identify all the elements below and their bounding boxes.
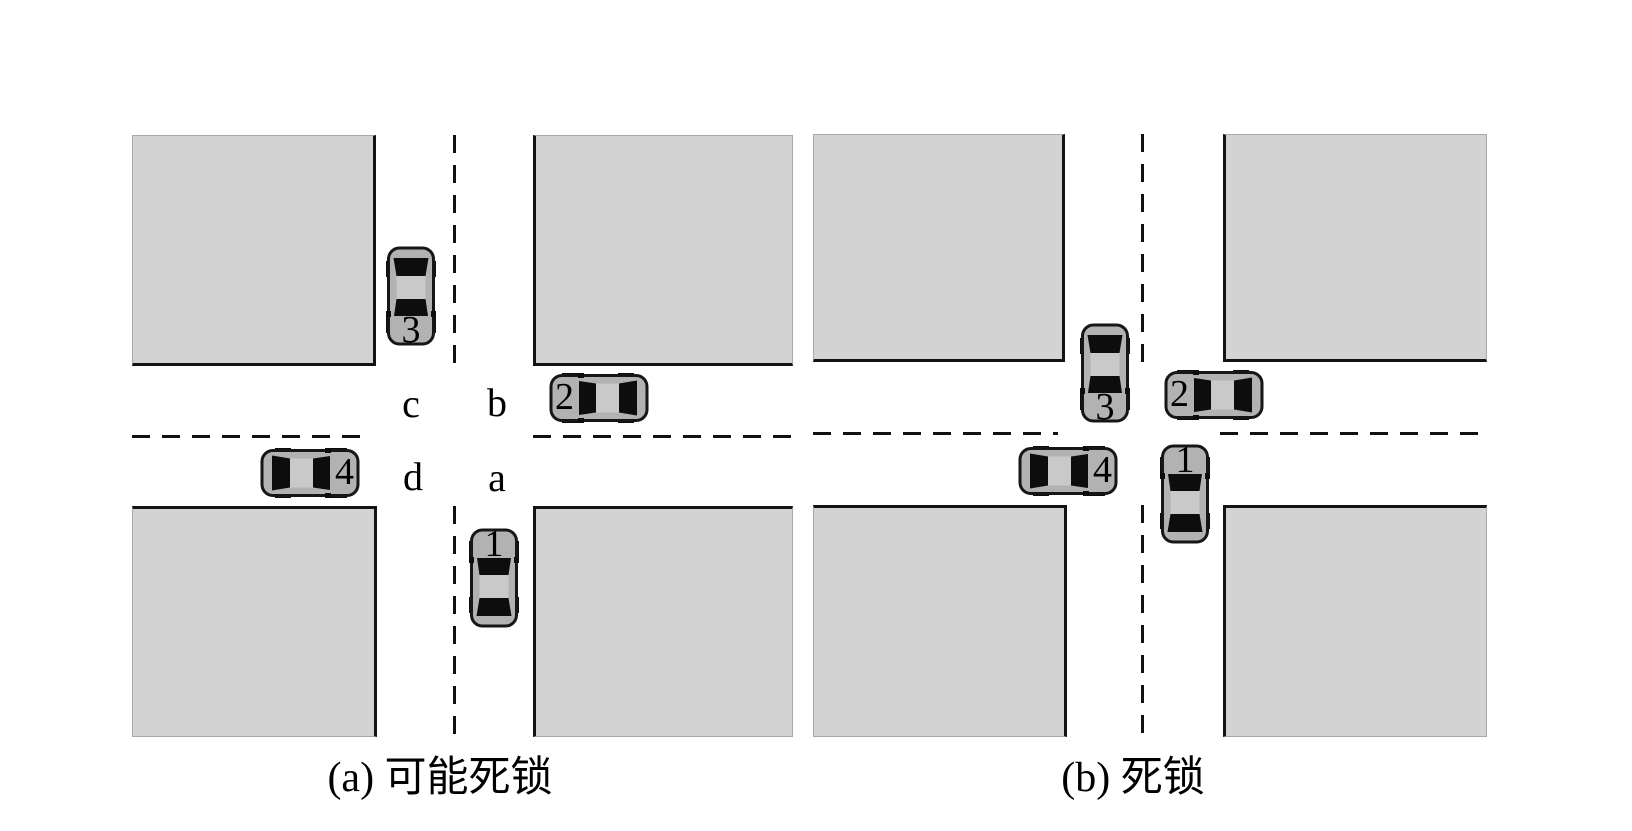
lane-divider-vertical-bottom [1141, 505, 1144, 737]
caption-panel-b: (b) 死锁 [1061, 755, 1205, 801]
car-number: 1 [484, 523, 504, 565]
caption-panel-a: (a) 可能死锁 [327, 755, 553, 801]
cell-label-b: b [487, 380, 507, 425]
car-3-southbound: 3 [385, 246, 437, 351]
lane-divider-horizontal-left [132, 435, 372, 438]
car-3-southbound: 3 [1079, 323, 1131, 428]
lane-divider-vertical-bottom [453, 506, 456, 737]
lane-divider-horizontal-right [533, 435, 793, 438]
city-block-bottom-right [1223, 505, 1487, 737]
car-1-northbound: 1 [468, 523, 520, 628]
lane-divider-vertical-top [1141, 134, 1144, 362]
car-number: 1 [1175, 439, 1195, 481]
city-block-top-right [533, 135, 793, 366]
car-4-eastbound: 4 [1018, 445, 1118, 497]
lane-divider-horizontal-right [1220, 432, 1487, 435]
car-number: 3 [1095, 386, 1115, 428]
city-block-bottom-left [132, 506, 377, 737]
cell-label-c: c [402, 381, 420, 426]
car-number: 4 [1093, 449, 1112, 492]
lane-divider-vertical-top [453, 135, 456, 366]
car-1-northbound: 1 [1159, 439, 1211, 544]
cell-label-d: d [403, 454, 423, 499]
car-2-westbound: 2 [549, 372, 649, 424]
city-block-bottom-right [533, 506, 793, 737]
car-number: 2 [1170, 373, 1189, 416]
car-number: 3 [401, 309, 421, 351]
car-2-westbound: 2 [1164, 369, 1264, 421]
city-block-bottom-left [813, 505, 1067, 737]
city-block-top-left [132, 135, 376, 366]
city-block-top-right [1223, 134, 1487, 362]
city-block-top-left [813, 134, 1065, 362]
cell-label-a: a [488, 455, 506, 500]
car-4-eastbound: 4 [260, 447, 360, 499]
car-number: 2 [555, 376, 574, 419]
lane-divider-horizontal-left [813, 432, 1058, 435]
car-number: 4 [335, 451, 354, 494]
